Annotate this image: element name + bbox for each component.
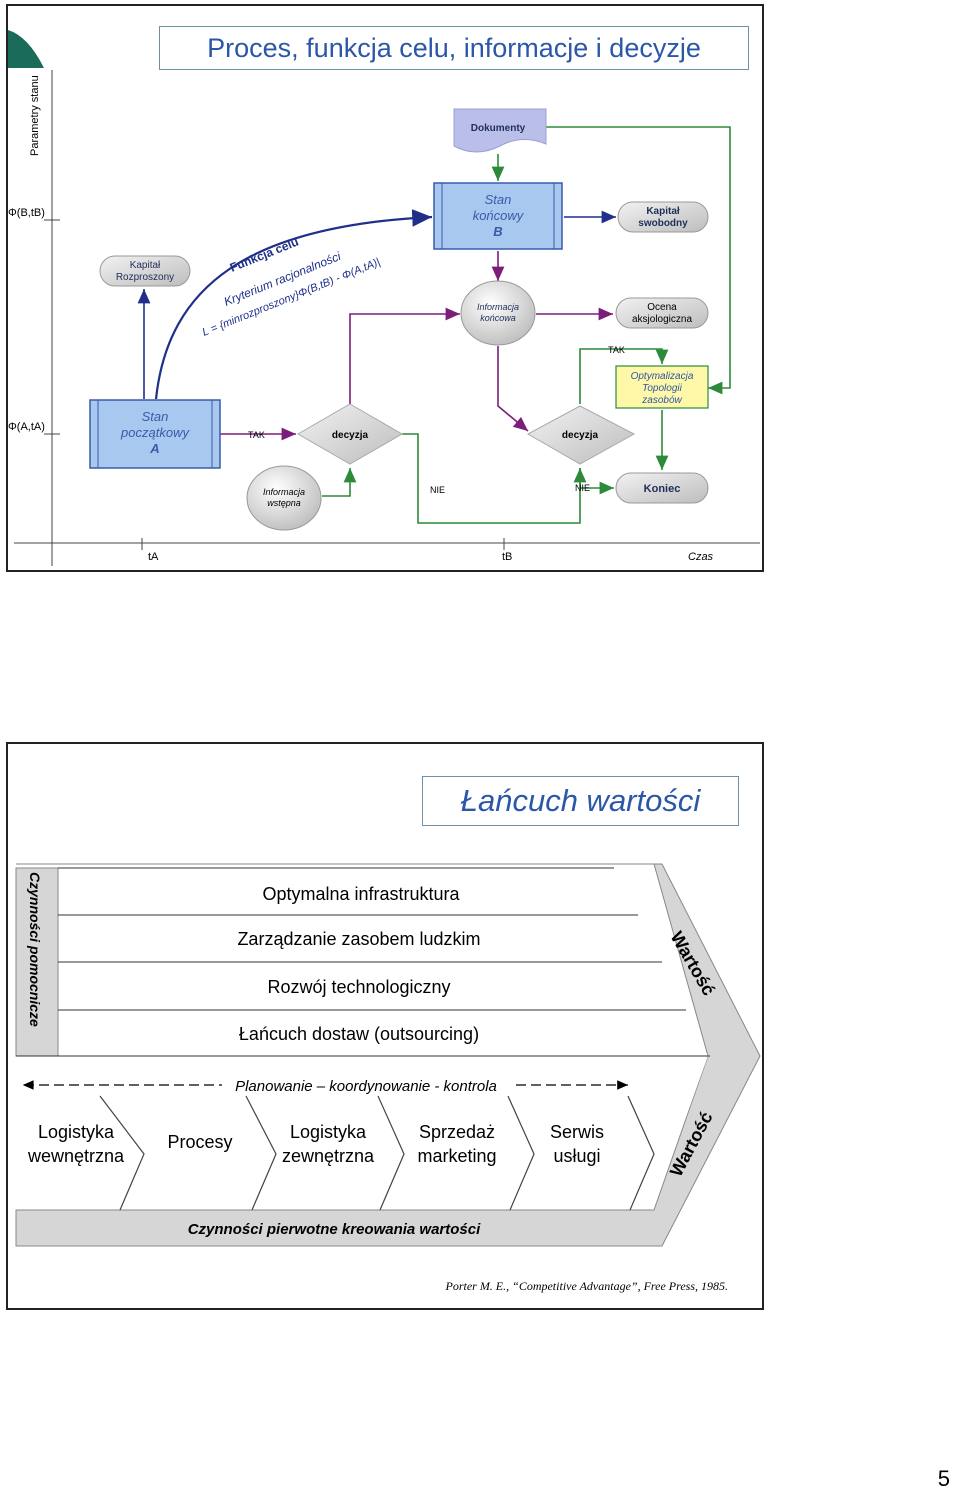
kapital-rozproszony-box xyxy=(99,255,191,287)
connector-decyzja-informacja xyxy=(349,307,460,404)
tak-label-1: TAK xyxy=(248,430,265,440)
decyzja-1-diamond xyxy=(296,403,404,465)
connector-funkcja-celu xyxy=(154,209,433,400)
primary-separator-5 xyxy=(627,1095,655,1211)
informacja-wstepna-line2: wstępna xyxy=(267,498,301,508)
primary-1-line2: wewnętrzna xyxy=(27,1146,125,1166)
nie-label-1: NIE xyxy=(430,485,445,495)
x-tick-b: tB xyxy=(502,551,512,563)
kapital-rozproszony-line1: Kapitał xyxy=(130,260,161,271)
informacja-koncowa-line2: końcowa xyxy=(480,313,516,323)
primary-2-line1: Procesy xyxy=(167,1132,232,1152)
support-row-4: Łańcuch dostaw (outsourcing) xyxy=(239,1024,479,1044)
optymalizacja-line3: zasobów xyxy=(641,395,682,406)
stan-poczatkowy-line3: A xyxy=(149,441,159,456)
connector-nie-loop xyxy=(402,433,587,524)
process-diagram: Parametry stanu Φ(B,tB) Φ(A,tA) tA tB Cz… xyxy=(8,30,760,566)
informacja-wstepna-circle xyxy=(246,465,322,531)
primary-4-line2: marketing xyxy=(417,1146,496,1166)
primary-separator-2 xyxy=(245,1095,277,1211)
optymalizacja-line1: Optymalizacja xyxy=(631,371,694,382)
corner-decoration xyxy=(8,30,44,68)
value-chevron-frame xyxy=(15,863,761,1247)
primary-separator-1 xyxy=(99,1095,145,1211)
kapital-rozproszony-line2: Rozproszony xyxy=(116,272,174,283)
connector-decyzja2-koniec xyxy=(579,468,614,495)
stan-poczatkowy-line1: Stan xyxy=(142,409,169,424)
x-axis-label: Czas xyxy=(688,551,714,563)
kapital-swobodny-line1: Kapitał xyxy=(646,206,680,217)
primary-1-line1: Logistyka xyxy=(38,1122,115,1142)
decyzja-2-diamond xyxy=(526,405,636,465)
tak-label-2: TAK xyxy=(608,345,625,355)
ocena-line1: Ocena xyxy=(647,302,677,313)
page-number: 5 xyxy=(937,1466,950,1491)
primary-5-line1: Serwis xyxy=(550,1122,604,1142)
koniec-label: Koniec xyxy=(644,483,681,495)
value-chain-diagram: Czynności pomocnicze Optymalna infrastru… xyxy=(15,863,761,1293)
dokumenty-label: Dokumenty xyxy=(471,123,526,134)
support-row-1: Optymalna infrastruktura xyxy=(262,884,460,904)
primary-separator-3 xyxy=(377,1095,405,1211)
support-label: Czynności pomocnicze xyxy=(27,872,43,1027)
primary-3-line1: Logistyka xyxy=(290,1122,367,1142)
stan-koncowy-line3: B xyxy=(493,224,502,239)
planning-label: Planowanie – koordynowanie - kontrola xyxy=(235,1078,497,1095)
informacja-koncowa-circle xyxy=(460,280,536,346)
y-tick-a: Φ(A,tA) xyxy=(8,421,45,433)
y-tick-b: Φ(B,tB) xyxy=(8,207,45,219)
kapital-swobodny-line2: swobodny xyxy=(638,218,688,229)
stan-koncowy-line1: Stan xyxy=(485,192,512,207)
dokumenty-shape xyxy=(453,108,547,153)
y-axis-label: Parametry stanu xyxy=(29,75,41,156)
slide-value-chain: Łańcuch wartości Czynności pomocnicze Op… xyxy=(6,742,764,1310)
primary-4-line1: Sprzedaż xyxy=(419,1122,495,1142)
connector-dokumenty-optymalizacja xyxy=(545,126,731,395)
support-row-2: Zarządzanie zasobem ludzkim xyxy=(237,929,480,949)
stan-koncowy-box xyxy=(433,182,563,250)
stan-koncowy-line2: końcowy xyxy=(473,208,525,223)
connector-decyzja2-optymalizacja xyxy=(579,348,669,404)
optymalizacja-line2: Topologii xyxy=(642,383,682,394)
koniec-box xyxy=(615,472,709,504)
ocena-box xyxy=(615,297,709,329)
x-tick-a: tA xyxy=(148,551,159,563)
connector-informacja-decyzja2 xyxy=(497,346,529,432)
primary-separator-4 xyxy=(507,1095,535,1211)
primary-3-line2: zewnętrzna xyxy=(282,1146,375,1166)
support-row-3: Rozwój technologiczny xyxy=(267,977,450,997)
informacja-wstepna-line1: Informacja xyxy=(263,487,305,497)
kapital-swobodny-box xyxy=(617,201,709,233)
nie-label-2: NIE xyxy=(575,483,590,493)
stan-poczatkowy-box xyxy=(89,399,221,469)
decyzja-1-label: decyzja xyxy=(332,430,369,441)
slide2-title: Łańcuch wartości xyxy=(422,776,739,826)
primary-label: Czynności pierwotne kreowania wartości xyxy=(188,1221,481,1238)
informacja-koncowa-line1: Informacja xyxy=(477,302,519,312)
decyzja-2-label: decyzja xyxy=(562,430,599,441)
citation: Porter M. E., “Competitive Advantage”, F… xyxy=(444,1279,728,1293)
primary-5-line2: usługi xyxy=(553,1146,600,1166)
optymalizacja-box xyxy=(615,365,709,409)
slide1-title: Proces, funkcja celu, informacje i decyz… xyxy=(159,26,749,70)
support-label-band xyxy=(15,867,59,1057)
ocena-line2: aksjologiczna xyxy=(632,314,692,325)
connector-wstepna-decyzja xyxy=(322,468,357,497)
stan-poczatkowy-line2: początkowy xyxy=(120,425,190,440)
slide-process-diagram: Proces, funkcja celu, informacje i decyz… xyxy=(6,4,764,572)
